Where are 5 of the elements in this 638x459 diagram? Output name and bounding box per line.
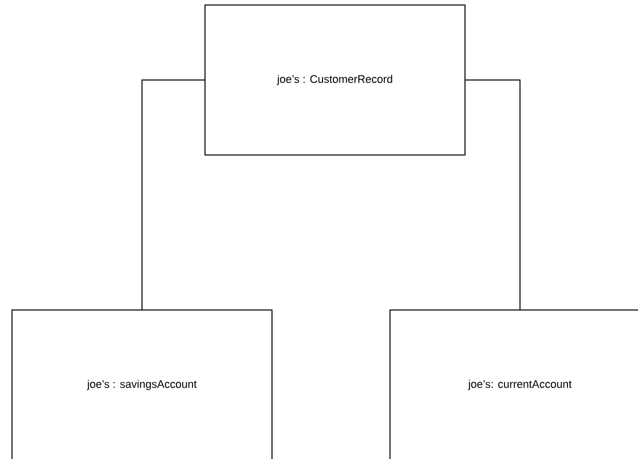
connector-line <box>142 80 205 310</box>
object-box: joe’s : CustomerRecord <box>204 4 466 156</box>
object-box: joe’s : savingsAccount <box>12 310 272 459</box>
connector-line <box>465 80 520 310</box>
object-box: joe’s: currentAccount <box>390 310 638 459</box>
